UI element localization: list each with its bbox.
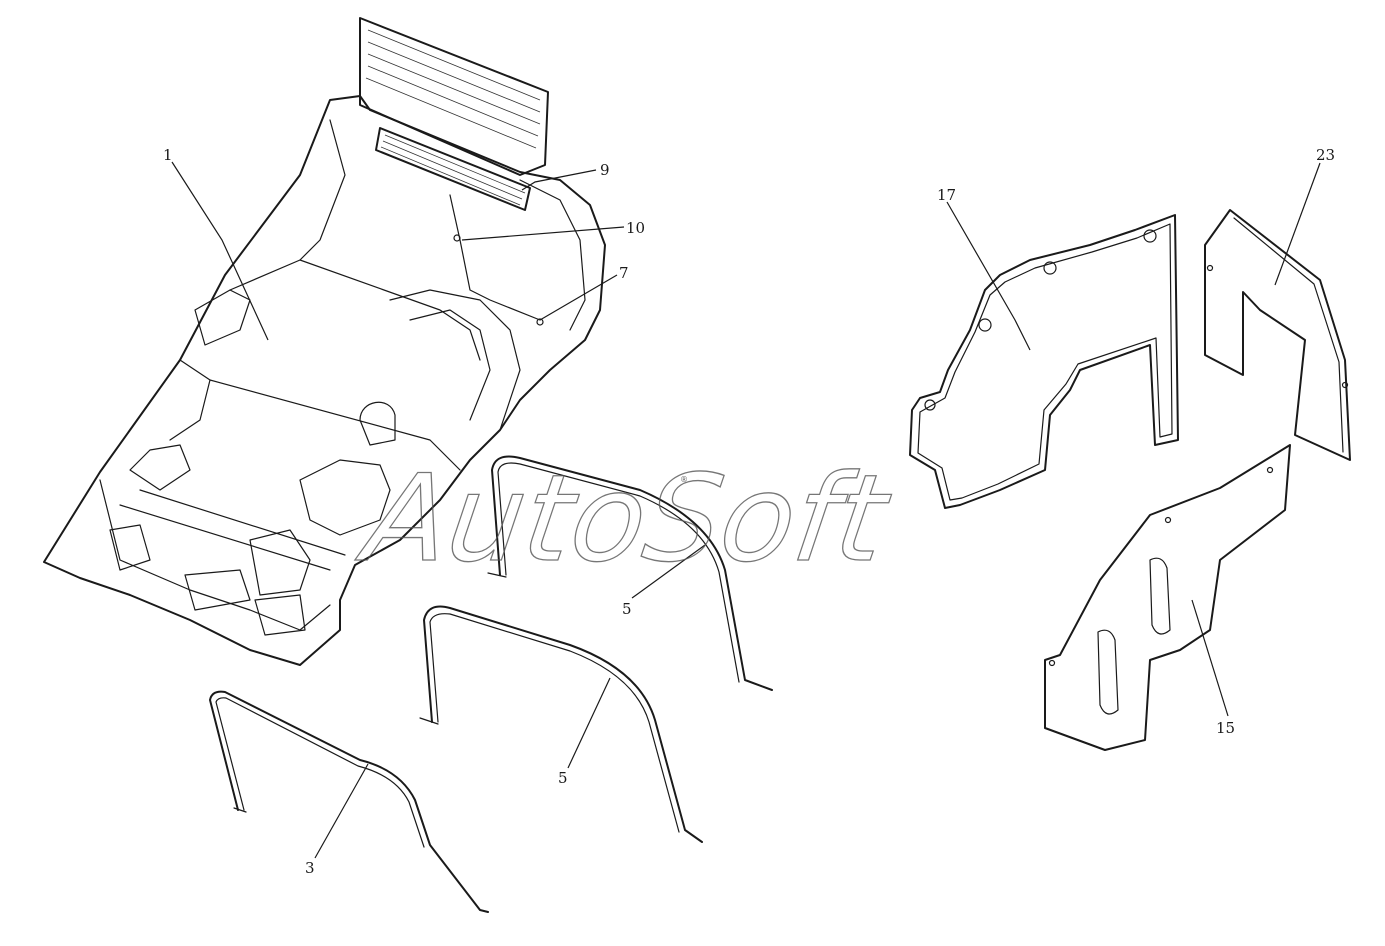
callout-labels: 1 9 10 7 5 5 3 17 23 15	[163, 146, 1335, 877]
callout-5-upper: 5	[622, 600, 632, 618]
callout-1: 1	[163, 146, 173, 164]
part-5-lower-tube	[419, 605, 703, 843]
callout-9: 9	[600, 161, 610, 179]
part-23-side-panel	[1204, 209, 1351, 461]
watermark: AutoSoft ®	[350, 449, 899, 590]
callout-17: 17	[937, 186, 956, 204]
leader-lines	[171, 161, 1321, 859]
part-17-side-panel	[909, 214, 1179, 509]
watermark-text: AutoSoft	[350, 450, 898, 589]
callout-10: 10	[626, 219, 645, 237]
callout-15: 15	[1216, 719, 1235, 737]
callout-7: 7	[619, 264, 629, 282]
callout-5-lower: 5	[558, 769, 568, 787]
part-3-tube	[209, 690, 489, 913]
callout-23: 23	[1316, 146, 1335, 164]
part-1-floor-mat	[43, 17, 606, 666]
watermark-registered-mark: ®	[680, 475, 688, 484]
part-5-upper-tube	[487, 455, 773, 691]
callout-3: 3	[305, 859, 315, 877]
part-15-lower-panel	[1044, 444, 1291, 751]
